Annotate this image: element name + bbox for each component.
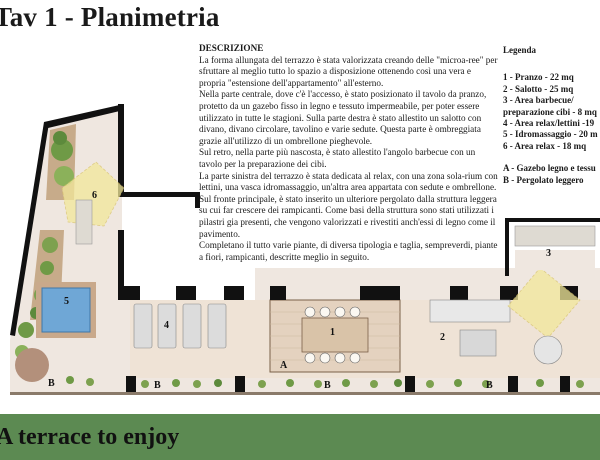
legend-item: 3 - Area barbecue/	[503, 95, 574, 106]
legend: Legenda 1 - Pranzo - 22 mq 2 - Salotto -…	[503, 45, 600, 186]
description-paragraph: La forma allungata del terrazzo è stata …	[199, 54, 498, 88]
description-paragraph: Sul retro, nella parte più nascosta, è s…	[199, 147, 476, 169]
description-paragraph: La parte sinistra del terrazzo è stata d…	[199, 170, 498, 193]
label-b: B	[486, 380, 493, 391]
zone-label-5: 5	[64, 296, 69, 307]
legend-item: preparazione cibi - 8 mq	[503, 106, 597, 117]
zone-label-3: 3	[546, 248, 551, 259]
terrace-floor-plan: 1 2 3 4 5 6 A B B B B	[10, 104, 600, 395]
legend-item: 5 - Idromassaggio - 20 m	[503, 129, 598, 140]
bench-zone6	[75, 199, 93, 245]
legend-item: 1 - Pranzo - 22 mq	[503, 72, 574, 83]
label-a: A	[280, 360, 288, 371]
zone-label-4: 4	[164, 320, 169, 331]
dining-table	[301, 306, 369, 364]
description-block: DESCRIZIONE La forma allungata del terra…	[199, 43, 499, 263]
bbq-area	[515, 250, 595, 270]
front-railing	[10, 392, 600, 395]
zone-label-1: 1	[330, 327, 335, 338]
jacuzzi-water	[41, 287, 91, 333]
description-heading: DESCRIZIONE	[199, 43, 264, 53]
walls	[10, 104, 600, 336]
description-paragraph: Nella parte centrale, dove c'è l'accesso…	[199, 89, 487, 146]
legend-title: Legenda	[503, 45, 537, 55]
legend-letter-item: B - Pergolato leggero	[503, 174, 584, 185]
legend-item: 4 - Area relax/lettini -19	[503, 118, 595, 129]
banner-title: A terrace to enjoy	[0, 424, 180, 450]
sofa-zone2	[429, 299, 511, 357]
label-b: B	[48, 378, 55, 389]
legend-letter-item: A - Gazebo legno e tessu	[503, 163, 596, 174]
zone-label-6: 6	[92, 190, 97, 201]
front-plants	[66, 376, 584, 388]
loungers-zone4	[133, 303, 227, 349]
zone-label-2: 2	[440, 332, 445, 343]
legend-item: 2 - Salotto - 25 mq	[503, 83, 574, 94]
description-paragraph: Completano il tutto varie piante, di div…	[199, 240, 498, 262]
footer-banner: A terrace to enjoy	[0, 414, 600, 460]
label-b: B	[324, 380, 331, 391]
bbq-counter	[514, 225, 596, 247]
page-title: Tav 1 - Planimetria	[0, 2, 220, 32]
round-sofa	[533, 335, 563, 365]
label-b: B	[154, 380, 161, 391]
legend-item: 6 - Area relax - 18 mq	[503, 140, 587, 151]
description-paragraph: Sul fronte principale, è stato inserito …	[199, 193, 497, 239]
